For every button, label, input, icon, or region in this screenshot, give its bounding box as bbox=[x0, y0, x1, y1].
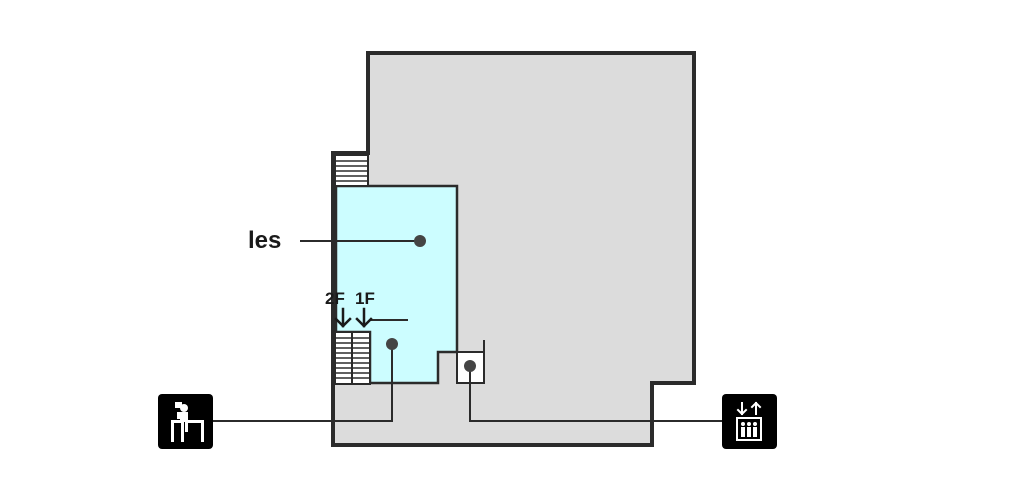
lower-staircase bbox=[334, 331, 371, 385]
stair-label-2f: 2F bbox=[325, 289, 345, 308]
elevator-marker[interactable] bbox=[464, 360, 476, 372]
reading-desk-marker[interactable] bbox=[386, 338, 398, 350]
reading-desk-icon[interactable] bbox=[158, 394, 213, 449]
reading-desk-leader-line bbox=[213, 344, 393, 422]
down-arrow-2f-icon bbox=[334, 307, 352, 328]
elevator-leader-line bbox=[469, 366, 722, 422]
elevator-icon[interactable] bbox=[722, 394, 777, 449]
down-arrow-1f-icon bbox=[355, 307, 373, 328]
stair-label-1f: 1F bbox=[355, 289, 375, 308]
room-marker[interactable] bbox=[414, 235, 426, 247]
room-label: les bbox=[248, 227, 281, 254]
upper-staircase bbox=[334, 154, 369, 187]
